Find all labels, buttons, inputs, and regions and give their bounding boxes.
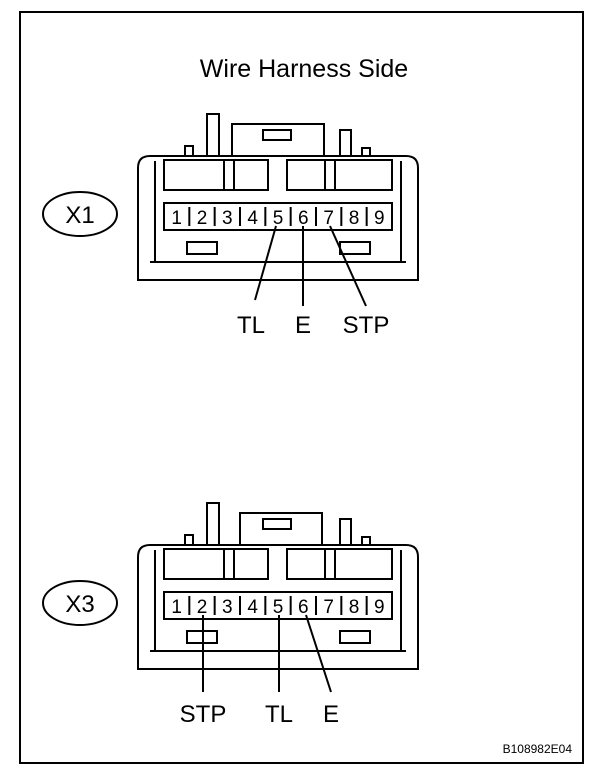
latch-left [206,502,220,546]
pin-number: 6 [298,208,309,229]
x1-leader-lines [254,225,367,307]
x1-signal-tl: TL [237,312,265,339]
pin-number: 5 [273,208,284,229]
pin-number: 7 [323,597,334,618]
connector-x3 [137,502,419,670]
latch-left [206,113,220,157]
tab-small-left [184,534,194,546]
pin-number: 9 [374,208,385,229]
x3-signal-e: E [323,701,339,728]
pin-number: 4 [247,208,258,229]
cavity-top-left [163,548,269,580]
x1-connector-id: X1 [65,202,94,229]
connector-body [137,155,419,281]
pin-number: 2 [197,597,208,618]
diagram-frame [19,11,584,764]
figure-code: B108982E04 [502,742,572,756]
tab-small-right [361,536,371,546]
leader-x1-tl [254,225,277,301]
tab-small-right [361,147,371,157]
x3-signal-stp: STP [180,701,227,728]
x1-signal-e: E [295,312,311,339]
connector-body [137,544,419,670]
pin-number: 2 [197,208,208,229]
x3-pin-dividers [188,596,368,615]
tab-small-left [184,145,194,157]
slot-left [186,241,218,255]
cavity-top-left [163,159,269,191]
pin-number: 3 [222,208,233,229]
pin-number: 7 [323,208,334,229]
x3-leader-lines [202,614,332,693]
x3-connector-id: X3 [65,591,94,618]
pin-number: 8 [349,208,360,229]
diagram-title: Wire Harness Side [199,55,409,83]
x3-label-oval [42,580,118,626]
cavity-top-right [286,548,393,580]
pin-number: 1 [171,597,182,618]
leader-x1-stp [329,225,367,307]
pin-number: 8 [349,597,360,618]
leader-x3-e [305,614,332,693]
cavity-top-right [286,159,393,191]
pin-number: 3 [222,597,233,618]
pin-number: 1 [171,208,182,229]
pin-number: 9 [374,597,385,618]
pin-row [163,202,393,231]
connector-x1 [137,113,419,281]
slot-right [339,630,371,644]
x1-signal-stp: STP [343,312,390,339]
pin-number: 4 [247,597,258,618]
pin-number: 6 [298,597,309,618]
x3-signal-tl: TL [265,701,293,728]
lock-tab [262,518,292,530]
lock-tab [262,129,292,141]
x1-label-oval [42,191,118,237]
x1-pin-dividers [188,207,368,226]
latch-right [339,518,352,546]
pin-number: 5 [273,597,284,618]
latch-right [339,129,352,157]
